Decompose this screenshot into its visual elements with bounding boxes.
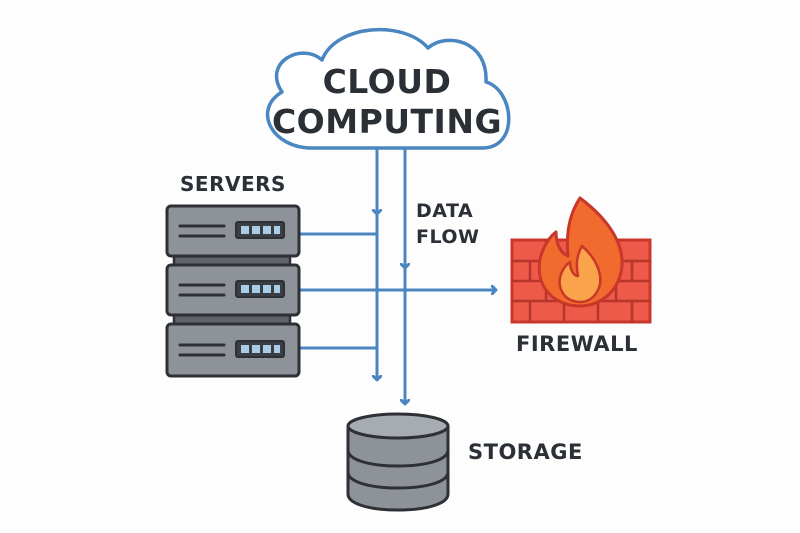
database-icon	[346, 412, 450, 512]
firewall-icon	[510, 196, 652, 324]
flame-icon	[537, 196, 624, 308]
data-flow-label-line1: DATA	[416, 200, 474, 222]
firewall-label: FIREWALL	[516, 332, 638, 356]
server-unit-bottom	[165, 322, 301, 378]
server-unit-top	[165, 204, 301, 258]
server-unit-middle	[165, 263, 301, 317]
storage-label: STORAGE	[468, 440, 583, 464]
server-rack-icon	[165, 204, 301, 378]
servers-label: SERVERS	[180, 172, 286, 196]
cloud-title: CLOUD COMPUTING	[262, 62, 512, 142]
cloud-title-line1: CLOUD	[322, 62, 452, 101]
cloud-icon	[265, 27, 511, 150]
cloud-title-line2: COMPUTING	[271, 102, 503, 141]
data-flow-label-line2: FLOW	[416, 226, 480, 248]
data-flow-label: DATA FLOW	[416, 198, 480, 250]
